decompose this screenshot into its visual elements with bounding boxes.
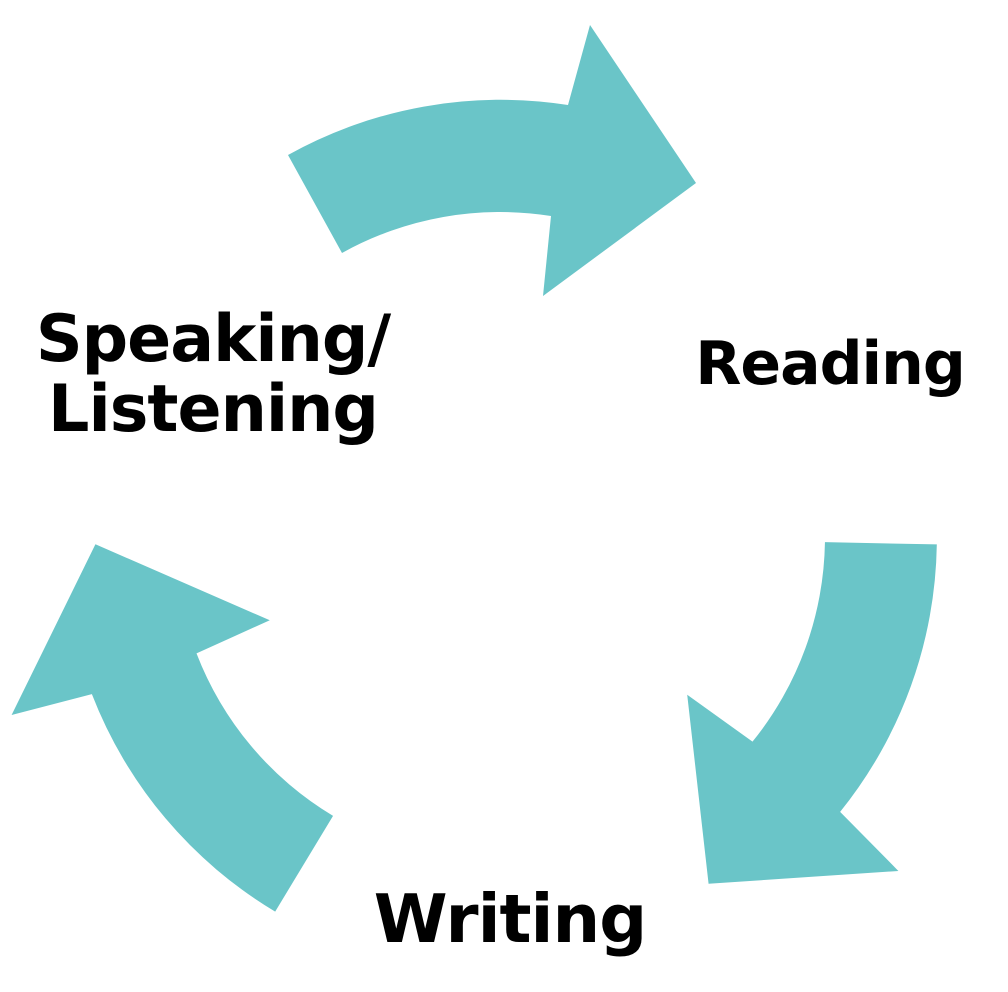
listening-line: Listening (48, 372, 379, 447)
node-label-writing: Writing (355, 884, 665, 954)
curved-arrow-writing-to-speaking-icon (0, 487, 398, 977)
reading-text: Reading (695, 329, 966, 399)
node-label-speaking-listening: Speaking/ Listening (8, 305, 418, 445)
writing-text: Writing (373, 880, 647, 958)
speaking-line: Speaking/ (35, 302, 391, 377)
node-label-reading: Reading (680, 333, 980, 395)
curved-arrow-reading-to-writing-icon (610, 473, 1008, 963)
curved-arrow-speaking-to-reading-icon (288, 25, 696, 296)
